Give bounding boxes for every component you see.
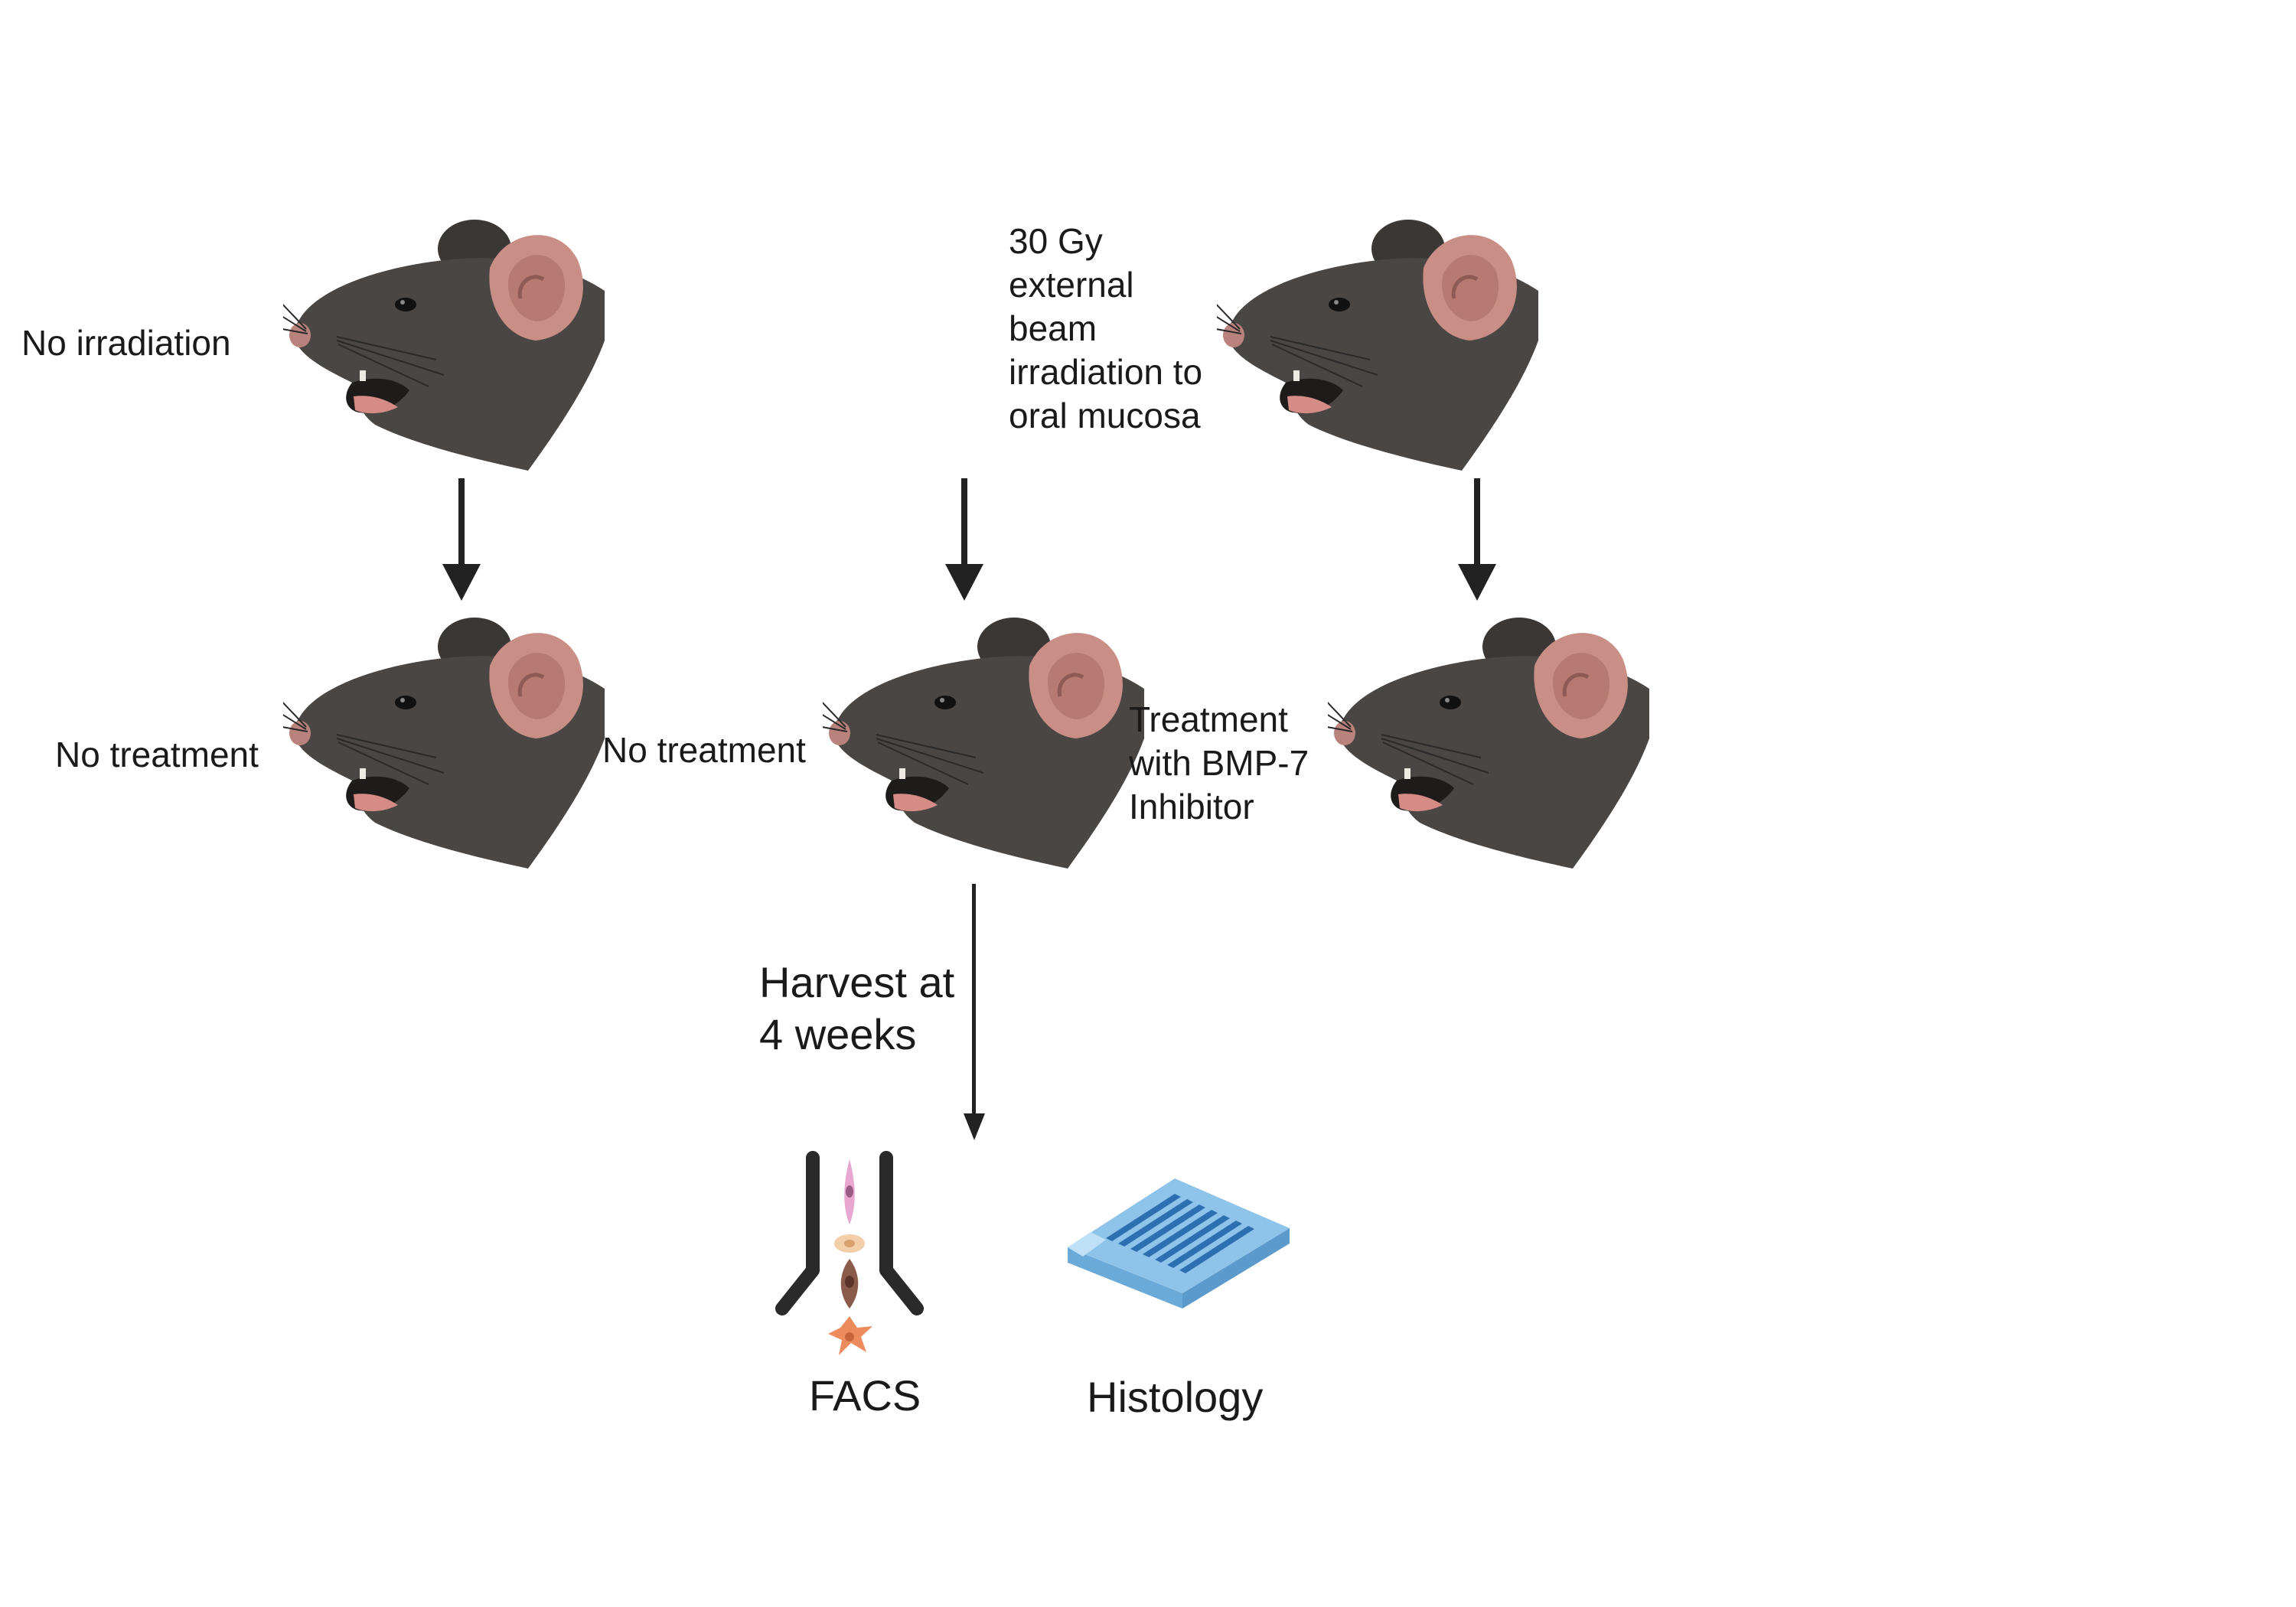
mouse-head-icon — [283, 605, 612, 872]
mouse-head-icon — [283, 207, 612, 474]
down-arrow-icon — [1458, 478, 1496, 601]
irradiation-label-line: 30 Gy — [1009, 221, 1103, 261]
irradiation-label-line: beam — [1009, 308, 1097, 348]
harvest-arrow-icon — [964, 884, 985, 1140]
mouse-head-icon — [823, 605, 1152, 872]
no-treatment-label-1: No treatment — [55, 735, 259, 774]
harvest-label: Harvest at 4 weeks — [759, 957, 954, 1061]
irradiation-label-line: external — [1009, 265, 1134, 305]
irradiation-label-line: irradiation to — [1009, 352, 1203, 392]
harvest-label-line: 4 weeks — [759, 1010, 917, 1058]
irradiation-label-line: oral mucosa — [1009, 396, 1201, 435]
facs-cells-icon — [773, 1144, 957, 1389]
bmp7-treatment-label-line: with BMP-7 — [1129, 743, 1309, 783]
bmp7-treatment-label-line: Inhibitor — [1129, 787, 1254, 826]
no-irradiation-label: No irradiation — [21, 323, 231, 363]
harvest-label-line: Harvest at — [759, 958, 955, 1006]
irradiation-label: 30 Gy external beam irradiation to oral … — [1009, 220, 1202, 438]
histology-cassette-icon — [1068, 1178, 1290, 1309]
down-arrow-icon — [945, 478, 983, 601]
mouse-head-icon — [1217, 207, 1546, 474]
facs-label: FACS — [809, 1371, 921, 1420]
mouse-head-icon — [1328, 605, 1657, 872]
bmp7-treatment-label: Treatment with BMP-7 Inhibitor — [1129, 698, 1309, 829]
histology-label: Histology — [1087, 1373, 1264, 1421]
no-treatment-label-2: No treatment — [602, 730, 806, 770]
down-arrow-icon — [442, 478, 481, 601]
bmp7-treatment-label-line: Treatment — [1129, 699, 1288, 739]
